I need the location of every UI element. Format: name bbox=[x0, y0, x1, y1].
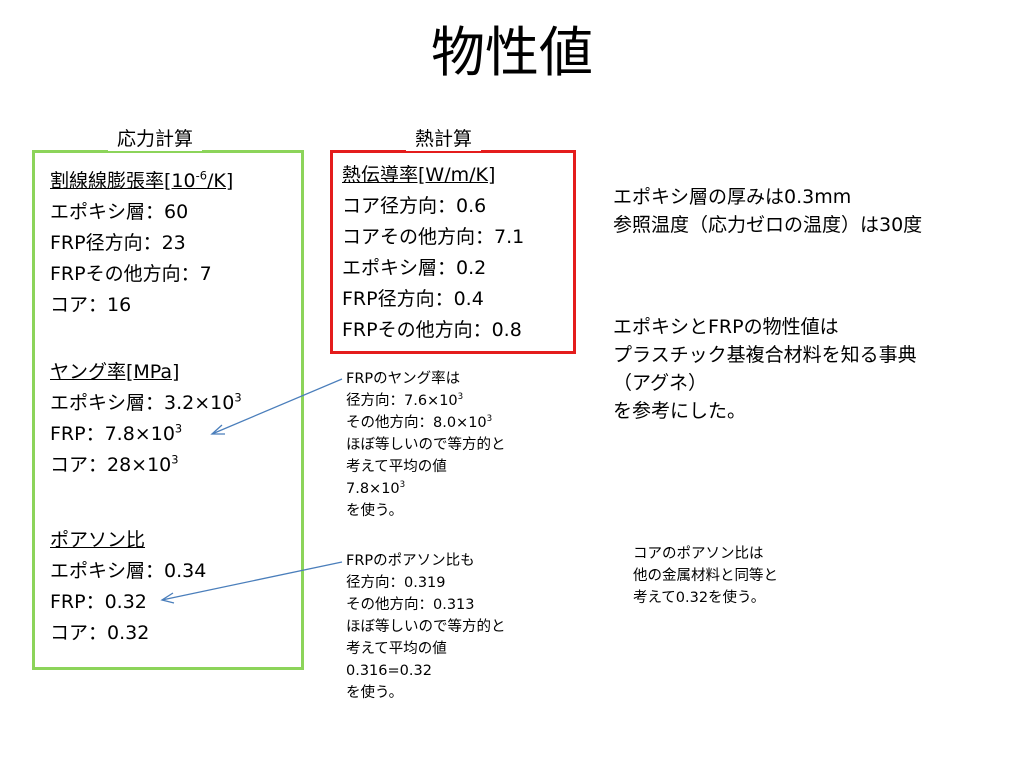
note-line: 径方向：0.319 bbox=[346, 575, 446, 591]
note-line: 7.8×103 bbox=[346, 480, 406, 497]
poisson-note: FRPのポアソン比も 径方向：0.319 その他方向：0.313 ほぼ等しいので… bbox=[346, 550, 506, 704]
info-line: プラスチック基複合材料を知る事典 bbox=[613, 344, 917, 366]
stress-calc-label: 応力計算 bbox=[108, 127, 203, 151]
thermal-row: FRP径方向：0.4 bbox=[342, 288, 484, 310]
young-heading: ヤング率[MPa] bbox=[50, 361, 180, 383]
note-line: を使う。 bbox=[346, 685, 404, 701]
poisson-section: ポアソン比 エポキシ層：0.34 FRP：0.32 コア：0.32 bbox=[50, 525, 206, 649]
expansion-section: 割線線膨張率[10-6/K] エポキシ層：60 FRP径方向：23 FRPその他… bbox=[50, 166, 233, 321]
epoxy-info: エポキシ層の厚みは0.3mm 参照温度（応力ゼロの温度）は30度 bbox=[613, 183, 922, 239]
arrowhead-young bbox=[210, 424, 225, 435]
thermal-heading: 熱伝導率[W/m/K] bbox=[342, 164, 496, 186]
thermal-calc-box bbox=[330, 150, 576, 354]
info-line: （アグネ） bbox=[613, 372, 708, 394]
arrow-young bbox=[211, 378, 343, 435]
info-line: 参照温度（応力ゼロの温度）は30度 bbox=[613, 214, 923, 236]
note-line: 考えて平均の値 bbox=[346, 459, 447, 475]
young-row: エポキシ層：3.2×103 bbox=[50, 390, 242, 414]
thermal-section: 熱伝導率[W/m/K] コア径方向：0.6 コアその他方向：7.1 エポキシ層：… bbox=[342, 160, 524, 346]
info-line: 他の金属材料と同等と bbox=[633, 568, 778, 584]
young-section: ヤング率[MPa] エポキシ層：3.2×103 FRP：7.8×103 コア：2… bbox=[50, 357, 242, 481]
arrowhead-poisson bbox=[160, 592, 175, 604]
young-row: コア：28×103 bbox=[50, 452, 179, 476]
expansion-row: エポキシ層：60 bbox=[50, 201, 189, 223]
thermal-calc-label: 熱計算 bbox=[406, 127, 482, 151]
note-line: FRPのヤング率は bbox=[346, 371, 461, 387]
info-line: 考えて0.32を使う。 bbox=[633, 590, 766, 606]
note-line: ほぼ等しいので等方的と bbox=[346, 437, 506, 453]
expansion-heading: 割線線膨張率[10-6/K] bbox=[50, 168, 234, 192]
thermal-row: エポキシ層：0.2 bbox=[342, 257, 487, 279]
note-line: その他方向：0.313 bbox=[346, 597, 475, 613]
young-note: FRPのヤング率は 径方向：7.6×103 その他方向：8.0×103 ほぼ等し… bbox=[346, 368, 506, 522]
note-line: 考えて平均の値 bbox=[346, 641, 447, 657]
thermal-row: FRPその他方向：0.8 bbox=[342, 319, 522, 341]
expansion-row: コア：16 bbox=[50, 294, 132, 316]
page-title: 物性値 bbox=[431, 21, 593, 84]
poisson-heading: ポアソン比 bbox=[50, 529, 146, 551]
note-line: ほぼ等しいので等方的と bbox=[346, 619, 506, 635]
info-line: エポキシとFRPの物性値は bbox=[613, 316, 839, 338]
poisson-row: コア：0.32 bbox=[50, 622, 150, 644]
expansion-row: FRP径方向：23 bbox=[50, 232, 186, 254]
expansion-row: FRPその他方向：7 bbox=[50, 263, 212, 285]
young-row: FRP：7.8×103 bbox=[50, 421, 183, 445]
thermal-row: コア径方向：0.6 bbox=[342, 195, 487, 217]
stress-calc-box bbox=[32, 150, 304, 670]
note-line: 0.316=0.32 bbox=[346, 663, 432, 679]
info-line: を参考にした。 bbox=[613, 400, 747, 422]
poisson-row: FRP：0.32 bbox=[50, 591, 147, 613]
arrow-poisson bbox=[161, 561, 343, 601]
info-line: コアのポアソン比は bbox=[633, 546, 764, 562]
note-line: その他方向：8.0×103 bbox=[346, 414, 493, 431]
source-info: エポキシとFRPの物性値は プラスチック基複合材料を知る事典 （アグネ） を参考… bbox=[613, 313, 917, 425]
poisson-row: エポキシ層：0.34 bbox=[50, 560, 207, 582]
note-line: 径方向：7.6×103 bbox=[346, 392, 464, 409]
info-line: エポキシ層の厚みは0.3mm bbox=[613, 186, 852, 208]
thermal-row: コアその他方向：7.1 bbox=[342, 226, 525, 248]
note-line: FRPのポアソン比も bbox=[346, 553, 475, 569]
note-line: を使う。 bbox=[346, 503, 404, 519]
core-poisson-info: コアのポアソン比は 他の金属材料と同等と 考えて0.32を使う。 bbox=[633, 543, 778, 609]
